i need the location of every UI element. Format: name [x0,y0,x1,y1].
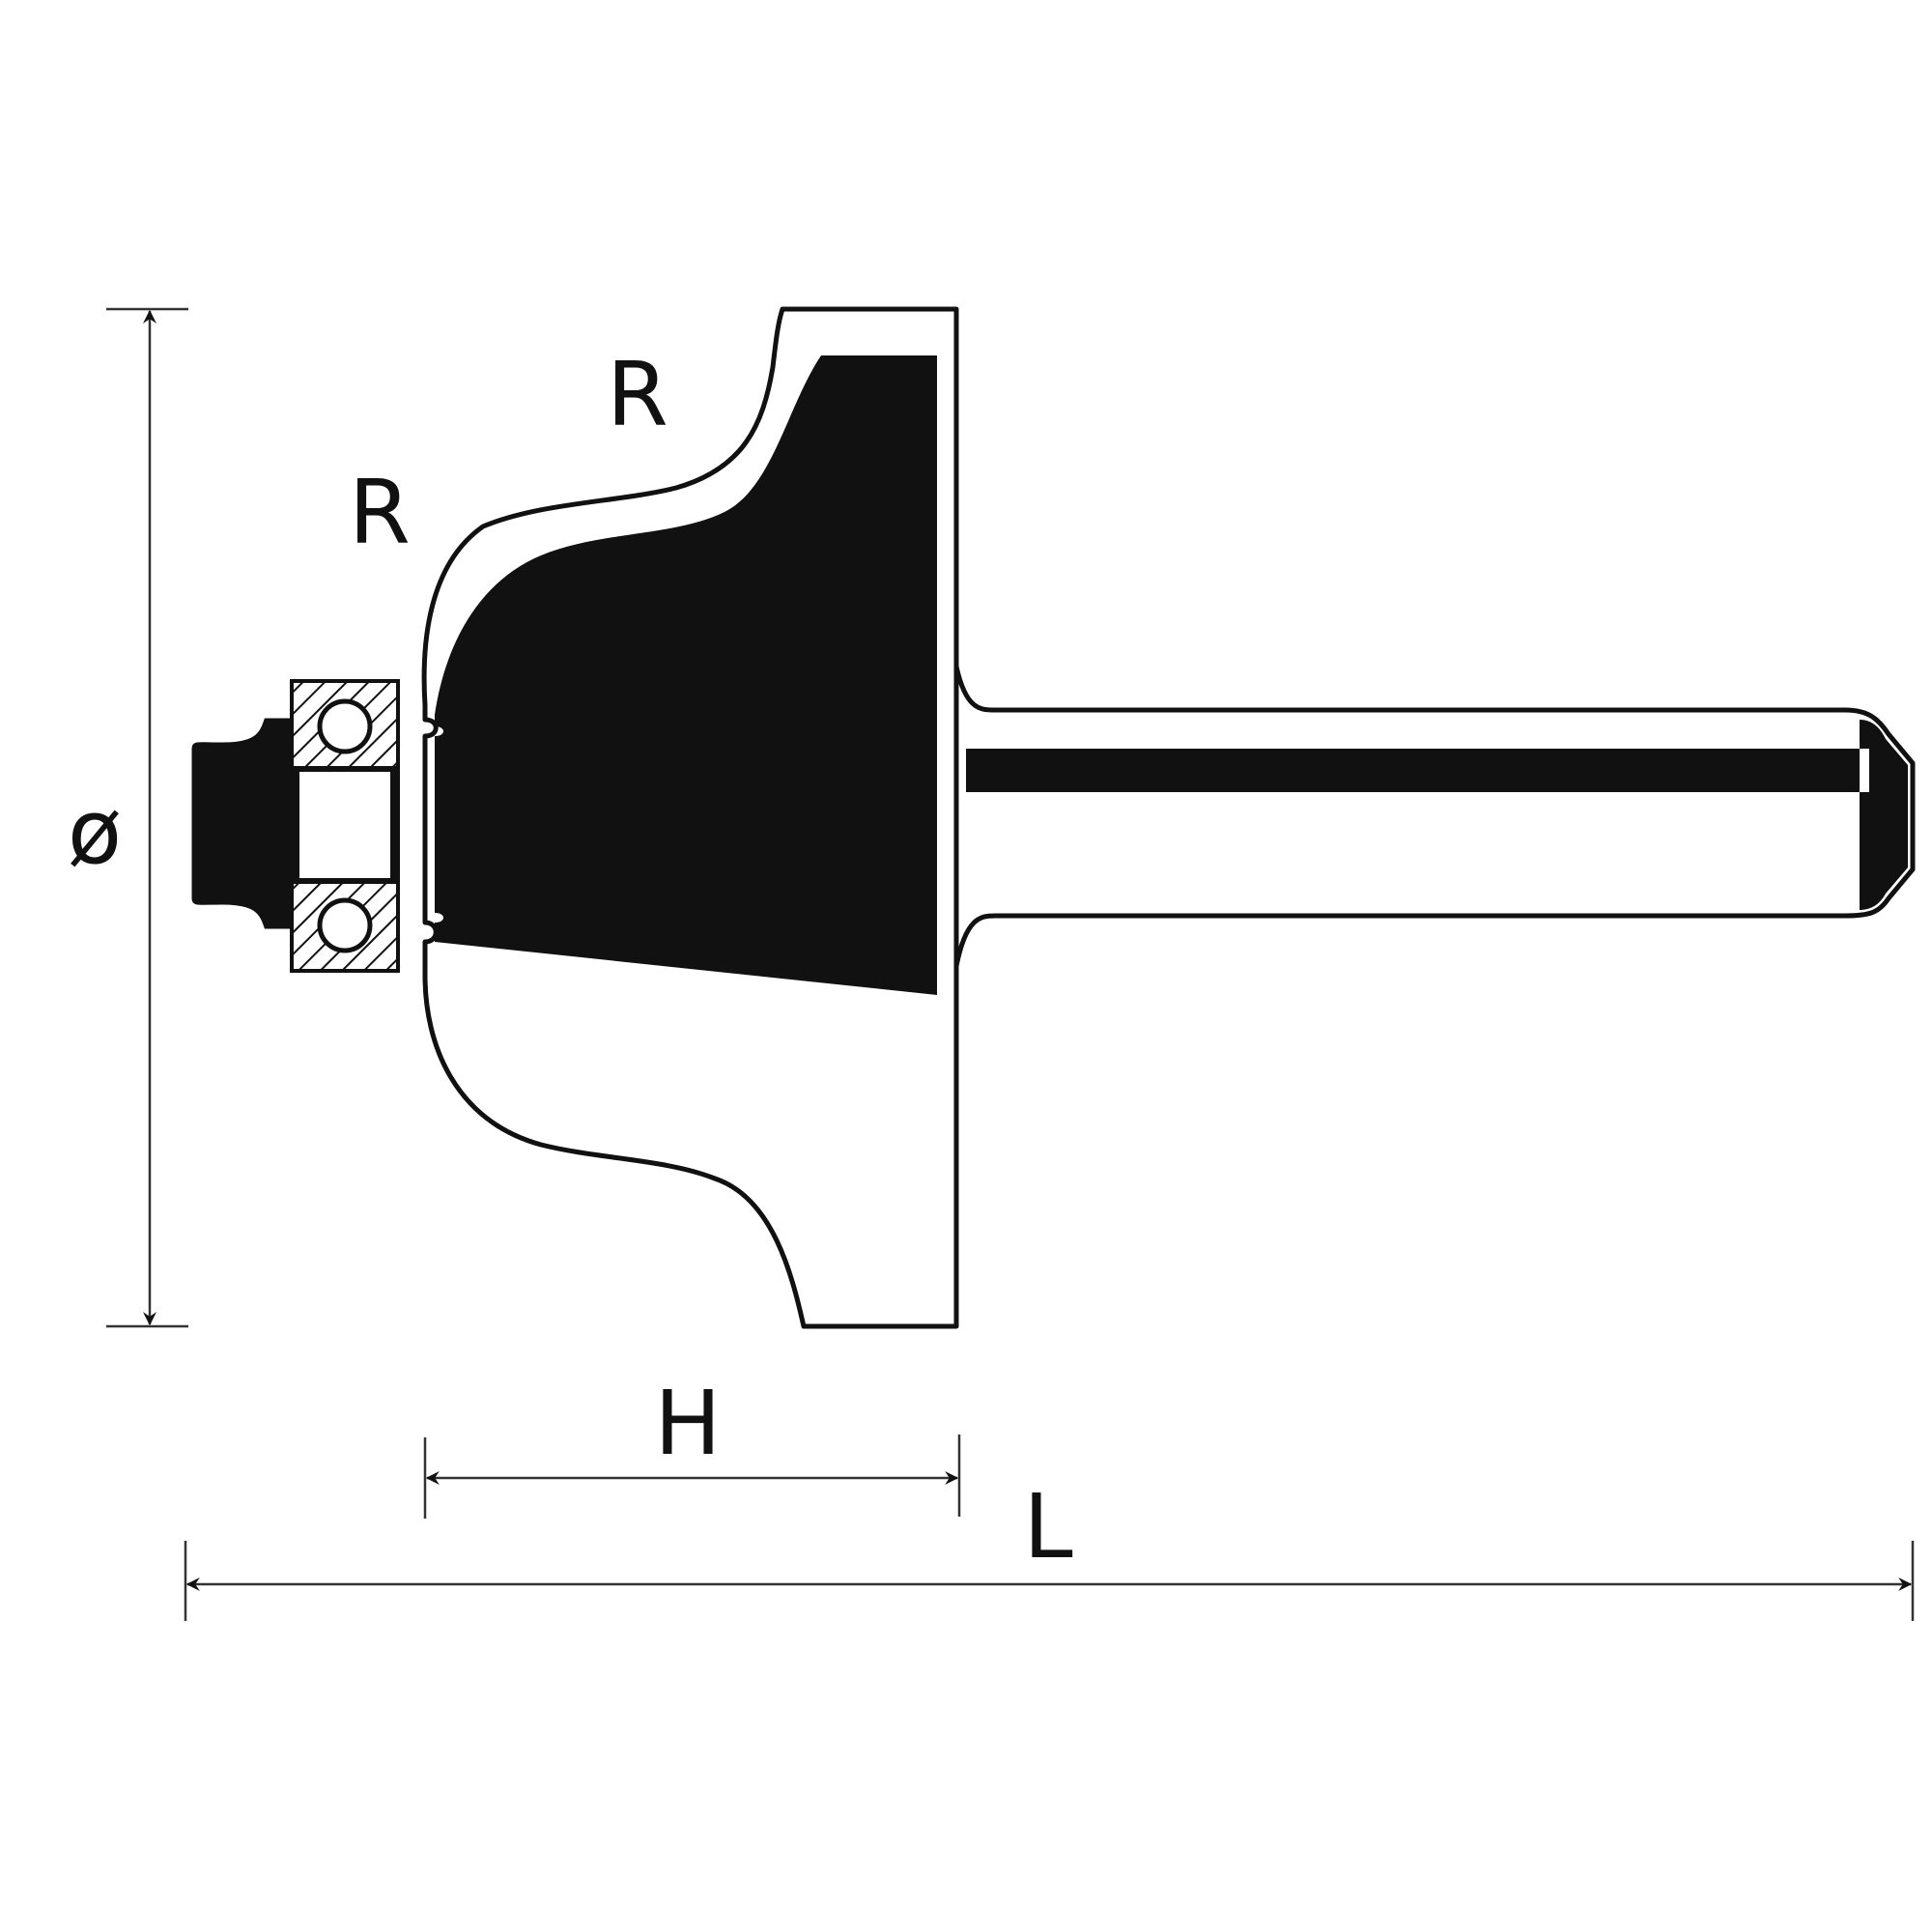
bearing-bore [293,768,397,882]
shank [953,664,1916,969]
bearing-inner-sleeve-right [390,770,398,880]
shank-end-chamfer [1860,720,1908,910]
bearing-ball-lower [317,897,373,953]
shank-center-band [966,749,1860,792]
shank-outline [953,664,1916,969]
radius-label-lower: R [349,461,411,564]
cutter-body [191,306,959,1329]
bearing-inner-sleeve-left [292,770,299,880]
diameter-label: ø [68,781,122,884]
cutter-core [435,355,937,995]
height-dimension: H [423,1372,961,1519]
pilot-nose [191,718,292,929]
radius-label-upper: R [607,343,668,446]
length-label: L [1023,1475,1072,1578]
cutter-outline [421,306,959,1329]
shank-end-highlight [1860,749,1869,792]
bearing-ball-upper [317,698,373,754]
height-label: H [654,1372,721,1475]
bearing [290,679,400,973]
length-dimension: L [184,1475,1915,1621]
diameter-dimension: ø [68,307,188,1328]
